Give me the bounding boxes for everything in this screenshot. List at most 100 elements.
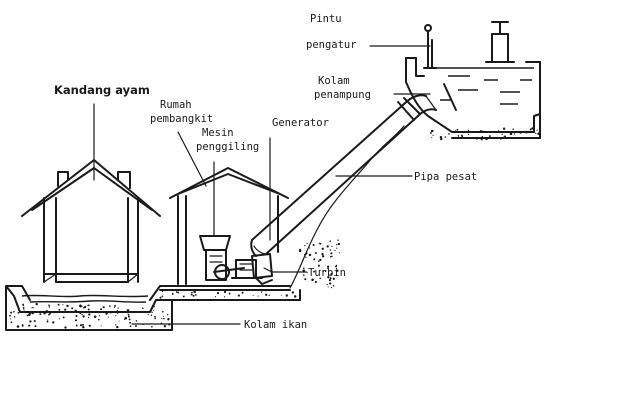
gravel-dot	[17, 312, 20, 314]
gravel-dot	[31, 307, 33, 309]
gravel-dot	[142, 307, 144, 310]
gravel-dot	[431, 136, 433, 139]
gravel-dot	[335, 269, 339, 272]
gravel-dot	[304, 278, 307, 281]
penstock-pipe	[250, 94, 437, 257]
gravel-dot	[329, 240, 331, 242]
gravel-dot	[127, 313, 130, 316]
gravel-dot	[62, 304, 64, 306]
gravel-dot	[132, 311, 135, 314]
gravel-dot	[46, 319, 49, 321]
gravel-dot	[192, 294, 195, 297]
gravel-dot	[79, 312, 82, 315]
gravel-dot	[326, 283, 328, 286]
gravel-dot	[513, 133, 516, 135]
gravel-dot	[59, 318, 61, 320]
gravel-dot	[241, 291, 244, 294]
gravel-dot	[153, 305, 155, 308]
gravel-dot	[190, 293, 193, 296]
gravel-dot	[500, 138, 502, 140]
gravel-dot	[265, 289, 267, 292]
gravel-dot	[82, 323, 84, 326]
gravel-dot	[162, 315, 165, 317]
gravel-dot	[467, 133, 470, 135]
gravel-dot	[22, 304, 24, 307]
gravel-dot	[432, 134, 434, 136]
gravel-dot	[329, 249, 332, 251]
gravel-dot	[33, 319, 36, 323]
gravel-dot	[260, 292, 263, 294]
gravel-dot	[319, 269, 321, 272]
gravel-dot	[21, 324, 24, 327]
gravel-dot	[330, 252, 333, 255]
gravel-dot	[150, 314, 153, 316]
gravel-dot	[338, 252, 340, 254]
label-mesin-penggiling-line2: penggiling	[196, 141, 259, 153]
gravel-dot	[154, 317, 157, 320]
label-kolam-penampung-line2: penampung	[314, 89, 371, 101]
gravel-dot	[281, 294, 283, 296]
gravel-dot	[32, 306, 34, 309]
gravel-dot	[9, 314, 11, 317]
gravel-dot	[430, 129, 434, 133]
gravel-dot	[82, 315, 85, 318]
gravel-dot	[330, 273, 333, 276]
gravel-dot	[322, 269, 325, 272]
gravel-dot	[324, 270, 327, 273]
gravel-dot	[161, 290, 164, 293]
ground-surface	[5, 125, 405, 331]
gravel-dot	[161, 295, 164, 298]
grinder-machine	[199, 235, 245, 281]
gravel-dot	[116, 311, 119, 314]
gravel-dot	[440, 137, 443, 141]
gravel-dot	[319, 258, 322, 262]
gravel-dot	[115, 315, 117, 317]
gravel-dot	[309, 247, 311, 249]
gravel-dot	[329, 282, 332, 285]
gravel-dot	[306, 271, 308, 274]
gravel-dot	[317, 264, 320, 267]
gravel-dot	[313, 270, 316, 273]
generator	[231, 259, 263, 279]
gravel-dot	[311, 278, 314, 282]
gravel-dot	[298, 249, 302, 253]
gravel-dot	[52, 321, 55, 324]
gravel-dot	[191, 291, 193, 294]
gravel-dot	[326, 268, 329, 270]
gate-valve	[423, 24, 437, 69]
gravel-dot	[22, 303, 25, 306]
gravel-dot	[93, 315, 97, 318]
gravel-dot	[252, 295, 254, 297]
gravel-dot	[319, 277, 322, 280]
gravel-dot	[10, 311, 13, 314]
gravel-dot	[456, 128, 459, 131]
gravel-dot	[83, 306, 85, 309]
gravel-dot	[312, 243, 315, 247]
gravel-dot	[303, 267, 305, 270]
gravel-dot	[467, 129, 470, 132]
gravel-dot	[151, 325, 153, 328]
gravel-dot	[10, 321, 13, 324]
gravel-dot	[509, 132, 513, 136]
gravel-dot	[331, 255, 333, 258]
gravel-dot	[161, 317, 163, 319]
gravel-dot	[502, 127, 506, 130]
gravel-dot	[328, 279, 332, 282]
gravel-dot	[87, 304, 89, 307]
gravel-dot	[228, 292, 231, 295]
gravel-dot	[23, 308, 25, 310]
gravel-dot	[116, 310, 119, 312]
gravel-dot	[39, 313, 42, 316]
gravel-dot	[268, 294, 270, 297]
gravel-dot	[177, 289, 180, 292]
gravel-dot	[322, 253, 324, 255]
gravel-dot	[326, 245, 329, 248]
gravel-dot	[161, 310, 164, 313]
gravel-dot	[448, 133, 450, 135]
fish-pond	[21, 294, 149, 303]
gravel-dot	[96, 311, 99, 313]
gravel-dot	[318, 260, 320, 263]
gravel-dot	[304, 244, 306, 247]
gravel-dot	[303, 274, 305, 276]
